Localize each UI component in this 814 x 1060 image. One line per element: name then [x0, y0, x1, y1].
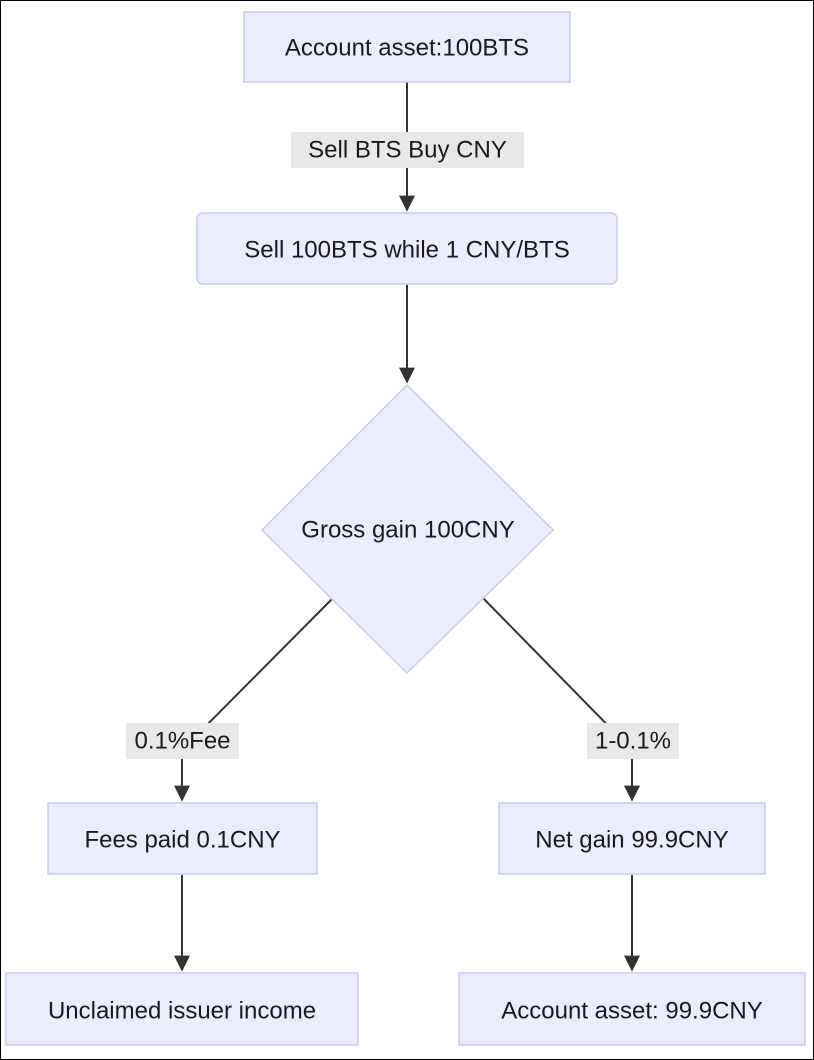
edge-label-remainder: 1-0.1% [587, 723, 679, 759]
edge-label-sell-buy: Sell BTS Buy CNY [291, 132, 524, 168]
node-account-asset-cny: Account asset: 99.9CNY [458, 972, 806, 1046]
svg-text:Unclaimed issuer income: Unclaimed issuer income [48, 998, 316, 1025]
svg-text:Net gain 99.9CNY: Net gain 99.9CNY [535, 827, 728, 854]
node-fees-paid: Fees paid 0.1CNY [47, 802, 318, 875]
node-unclaimed-issuer-income: Unclaimed issuer income [5, 972, 359, 1046]
edge-label-fee: 0.1%Fee [126, 723, 239, 759]
svg-text:Gross gain 100CNY: Gross gain 100CNY [301, 517, 514, 544]
svg-text:Fees paid 0.1CNY: Fees paid 0.1CNY [84, 827, 280, 854]
node-sell-order: Sell 100BTS while 1 CNY/BTS [196, 212, 618, 285]
svg-text:Sell BTS Buy CNY: Sell BTS Buy CNY [308, 137, 507, 164]
svg-text:0.1%Fee: 0.1%Fee [134, 728, 230, 755]
node-net-gain: Net gain 99.9CNY [498, 802, 766, 875]
svg-text:Account asset:100BTS: Account asset:100BTS [285, 35, 529, 62]
node-gross-gain-decision: Gross gain 100CNY [260, 383, 555, 675]
svg-text:Account asset: 99.9CNY: Account asset: 99.9CNY [501, 998, 762, 1025]
edge-gross-to-fees [174, 597, 334, 802]
edge-gross-to-net [482, 597, 640, 802]
node-account-asset-bts: Account asset:100BTS [243, 11, 571, 83]
svg-text:Sell 100BTS while 1 CNY/BTS: Sell 100BTS while 1 CNY/BTS [244, 237, 569, 264]
svg-text:1-0.1%: 1-0.1% [595, 728, 671, 755]
